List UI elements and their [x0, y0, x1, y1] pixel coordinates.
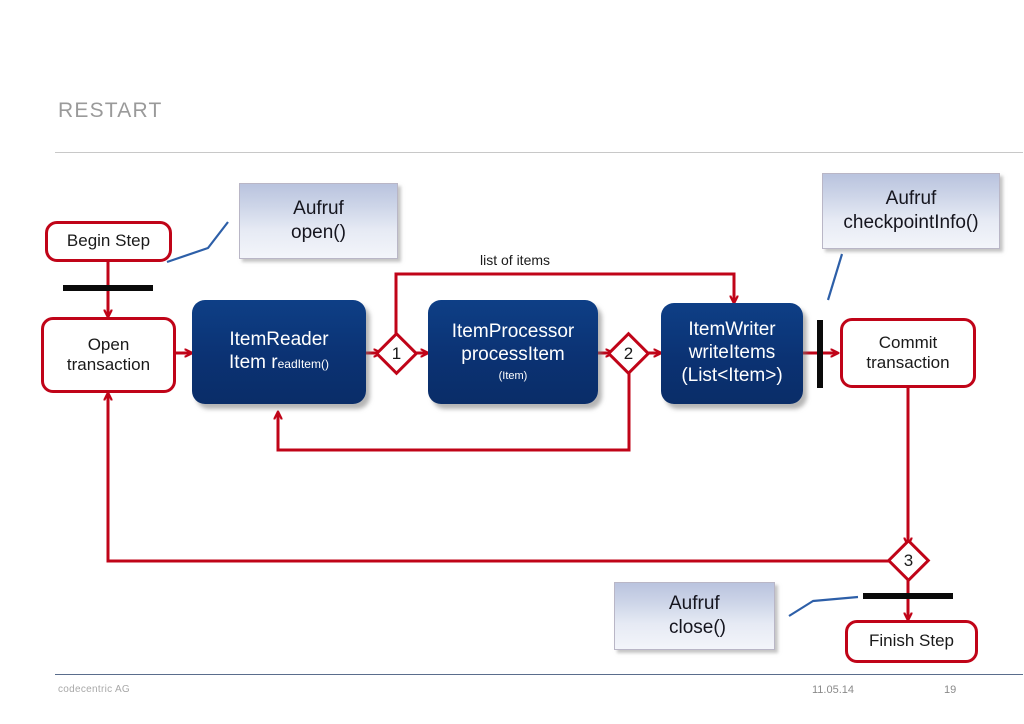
callout-checkpoint[interactable]: Aufruf checkpointInfo(): [822, 173, 1000, 249]
node-commit-transaction-line1: Commit: [878, 332, 938, 352]
node-item-reader-line1: ItemReader: [229, 329, 329, 351]
node-item-writer[interactable]: ItemWriter writeItems (List<Item>): [661, 303, 803, 404]
callout-close-line1: Aufruf: [669, 593, 720, 615]
footer-divider: [55, 674, 1023, 675]
leader-checkpoint-callout: [826, 253, 844, 301]
node-commit-transaction-line2: transaction: [866, 353, 950, 372]
leader-close-callout: [788, 595, 859, 617]
edge-chunk-loop: [278, 369, 631, 452]
join-bar-finish: [863, 593, 953, 599]
edge-label-list-of-items: list of items: [480, 252, 551, 268]
node-item-processor[interactable]: ItemProcessor processItem (Item): [428, 300, 598, 404]
edge-restart-loop: [108, 393, 892, 563]
callout-open[interactable]: Aufruf open(): [239, 183, 398, 259]
decision-3[interactable]: 3: [886, 538, 931, 583]
node-begin-step[interactable]: Begin Step: [45, 221, 172, 262]
decision-1[interactable]: 1: [374, 331, 419, 376]
node-open-transaction-line1: Open: [87, 334, 130, 354]
decision-2[interactable]: 2: [606, 331, 651, 376]
node-item-processor-line1: ItemProcessor: [451, 321, 575, 343]
node-item-writer-line1: ItemWriter: [688, 319, 776, 341]
callout-close[interactable]: Aufruf close(): [614, 582, 775, 650]
node-item-reader-line2: Item readItem(): [229, 352, 329, 375]
callout-checkpoint-line2: checkpointInfo(): [843, 212, 979, 233]
node-open-transaction-line2: transaction: [66, 355, 151, 374]
node-finish-step-label: Finish Step: [868, 631, 955, 651]
node-item-processor-line3: (Item): [498, 369, 528, 382]
node-item-writer-line2: writeItems: [688, 342, 776, 364]
footer-date: 11.05.14: [812, 684, 855, 696]
leader-open-callout: [166, 221, 229, 264]
title-divider: [55, 152, 1023, 153]
node-item-reader-line2-small: eadItem(): [277, 357, 329, 371]
decision-1-label: 1: [391, 343, 402, 363]
page-title: RESTART: [58, 99, 163, 122]
node-commit-transaction[interactable]: Commit transaction: [840, 318, 976, 388]
node-item-reader[interactable]: ItemReader Item readItem(): [192, 300, 366, 404]
footer-company: codecentric AG: [58, 684, 131, 695]
fork-bar-begin: [63, 285, 153, 291]
node-item-writer-line3: (List<Item>): [681, 364, 783, 386]
node-item-reader-line2-main: Item r: [229, 352, 278, 373]
node-open-transaction[interactable]: Open transaction: [41, 317, 176, 393]
callout-checkpoint-line1: Aufruf: [885, 188, 937, 210]
node-finish-step[interactable]: Finish Step: [845, 620, 978, 663]
footer-page-number: 19: [944, 684, 957, 696]
node-item-processor-line2: processItem: [461, 343, 565, 365]
callout-close-line2: close(): [669, 617, 727, 638]
callout-open-line1: Aufruf: [293, 198, 344, 220]
edge-list-of-items: [394, 272, 734, 337]
callout-open-line2: open(): [291, 222, 346, 243]
join-bar-writer: [817, 320, 823, 388]
node-begin-step-label: Begin Step: [66, 231, 151, 251]
decision-2-label: 2: [623, 343, 634, 363]
decision-3-label: 3: [903, 550, 914, 570]
